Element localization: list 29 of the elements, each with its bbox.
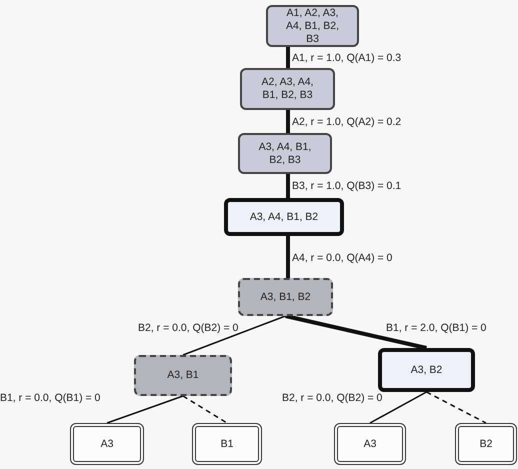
edge-label: B3, r = 1.0, Q(B3) = 0.1 xyxy=(292,180,402,192)
edge-label: B1, r = 2.0, Q(B1) = 0 xyxy=(386,322,486,334)
leaf-node-box: B1 xyxy=(192,423,262,465)
edge-label: A2, r = 1.0, Q(A2) = 0.2 xyxy=(292,116,402,128)
state-node-box: A3, B1, B2 xyxy=(238,278,333,316)
edge-label: B2, r = 0.0, Q(B2) = 0 xyxy=(138,322,238,334)
state-node-box: A3, B2 xyxy=(378,348,475,392)
connector-line xyxy=(286,236,290,278)
connector-line xyxy=(182,395,228,424)
edge-label: A4, r = 0.0, Q(A4) = 0 xyxy=(292,252,392,264)
state-node-box: A3, A4, B1, B2, B3 xyxy=(238,133,332,174)
connector-line xyxy=(286,110,290,133)
state-node-box: A2, A3, A4, B1, B2, B3 xyxy=(240,68,335,110)
edge-label: A1, r = 1.0, Q(A1) = 0.3 xyxy=(292,52,402,64)
connector-line xyxy=(286,47,290,68)
connector-line xyxy=(285,314,427,350)
connector-line xyxy=(182,315,286,356)
connector-line xyxy=(286,174,290,198)
leaf-node-box: A3 xyxy=(70,423,144,465)
state-node-box: A3, A4, B1, B2 xyxy=(224,198,344,236)
state-node-box: A3, B1 xyxy=(134,355,232,396)
edge-label: B2, r = 0.0, Q(B2) = 0 xyxy=(282,392,382,404)
edge-label: B1, r = 0.0, Q(B1) = 0 xyxy=(0,392,100,404)
leaf-node-box: A3 xyxy=(334,423,406,465)
connector-line xyxy=(426,391,486,424)
connector-line xyxy=(370,391,427,424)
connector-line xyxy=(106,395,184,424)
leaf-node-box: B2 xyxy=(455,423,517,465)
state-node-box: A1, A2, A3, A4, B1, B2, B3 xyxy=(266,5,359,47)
